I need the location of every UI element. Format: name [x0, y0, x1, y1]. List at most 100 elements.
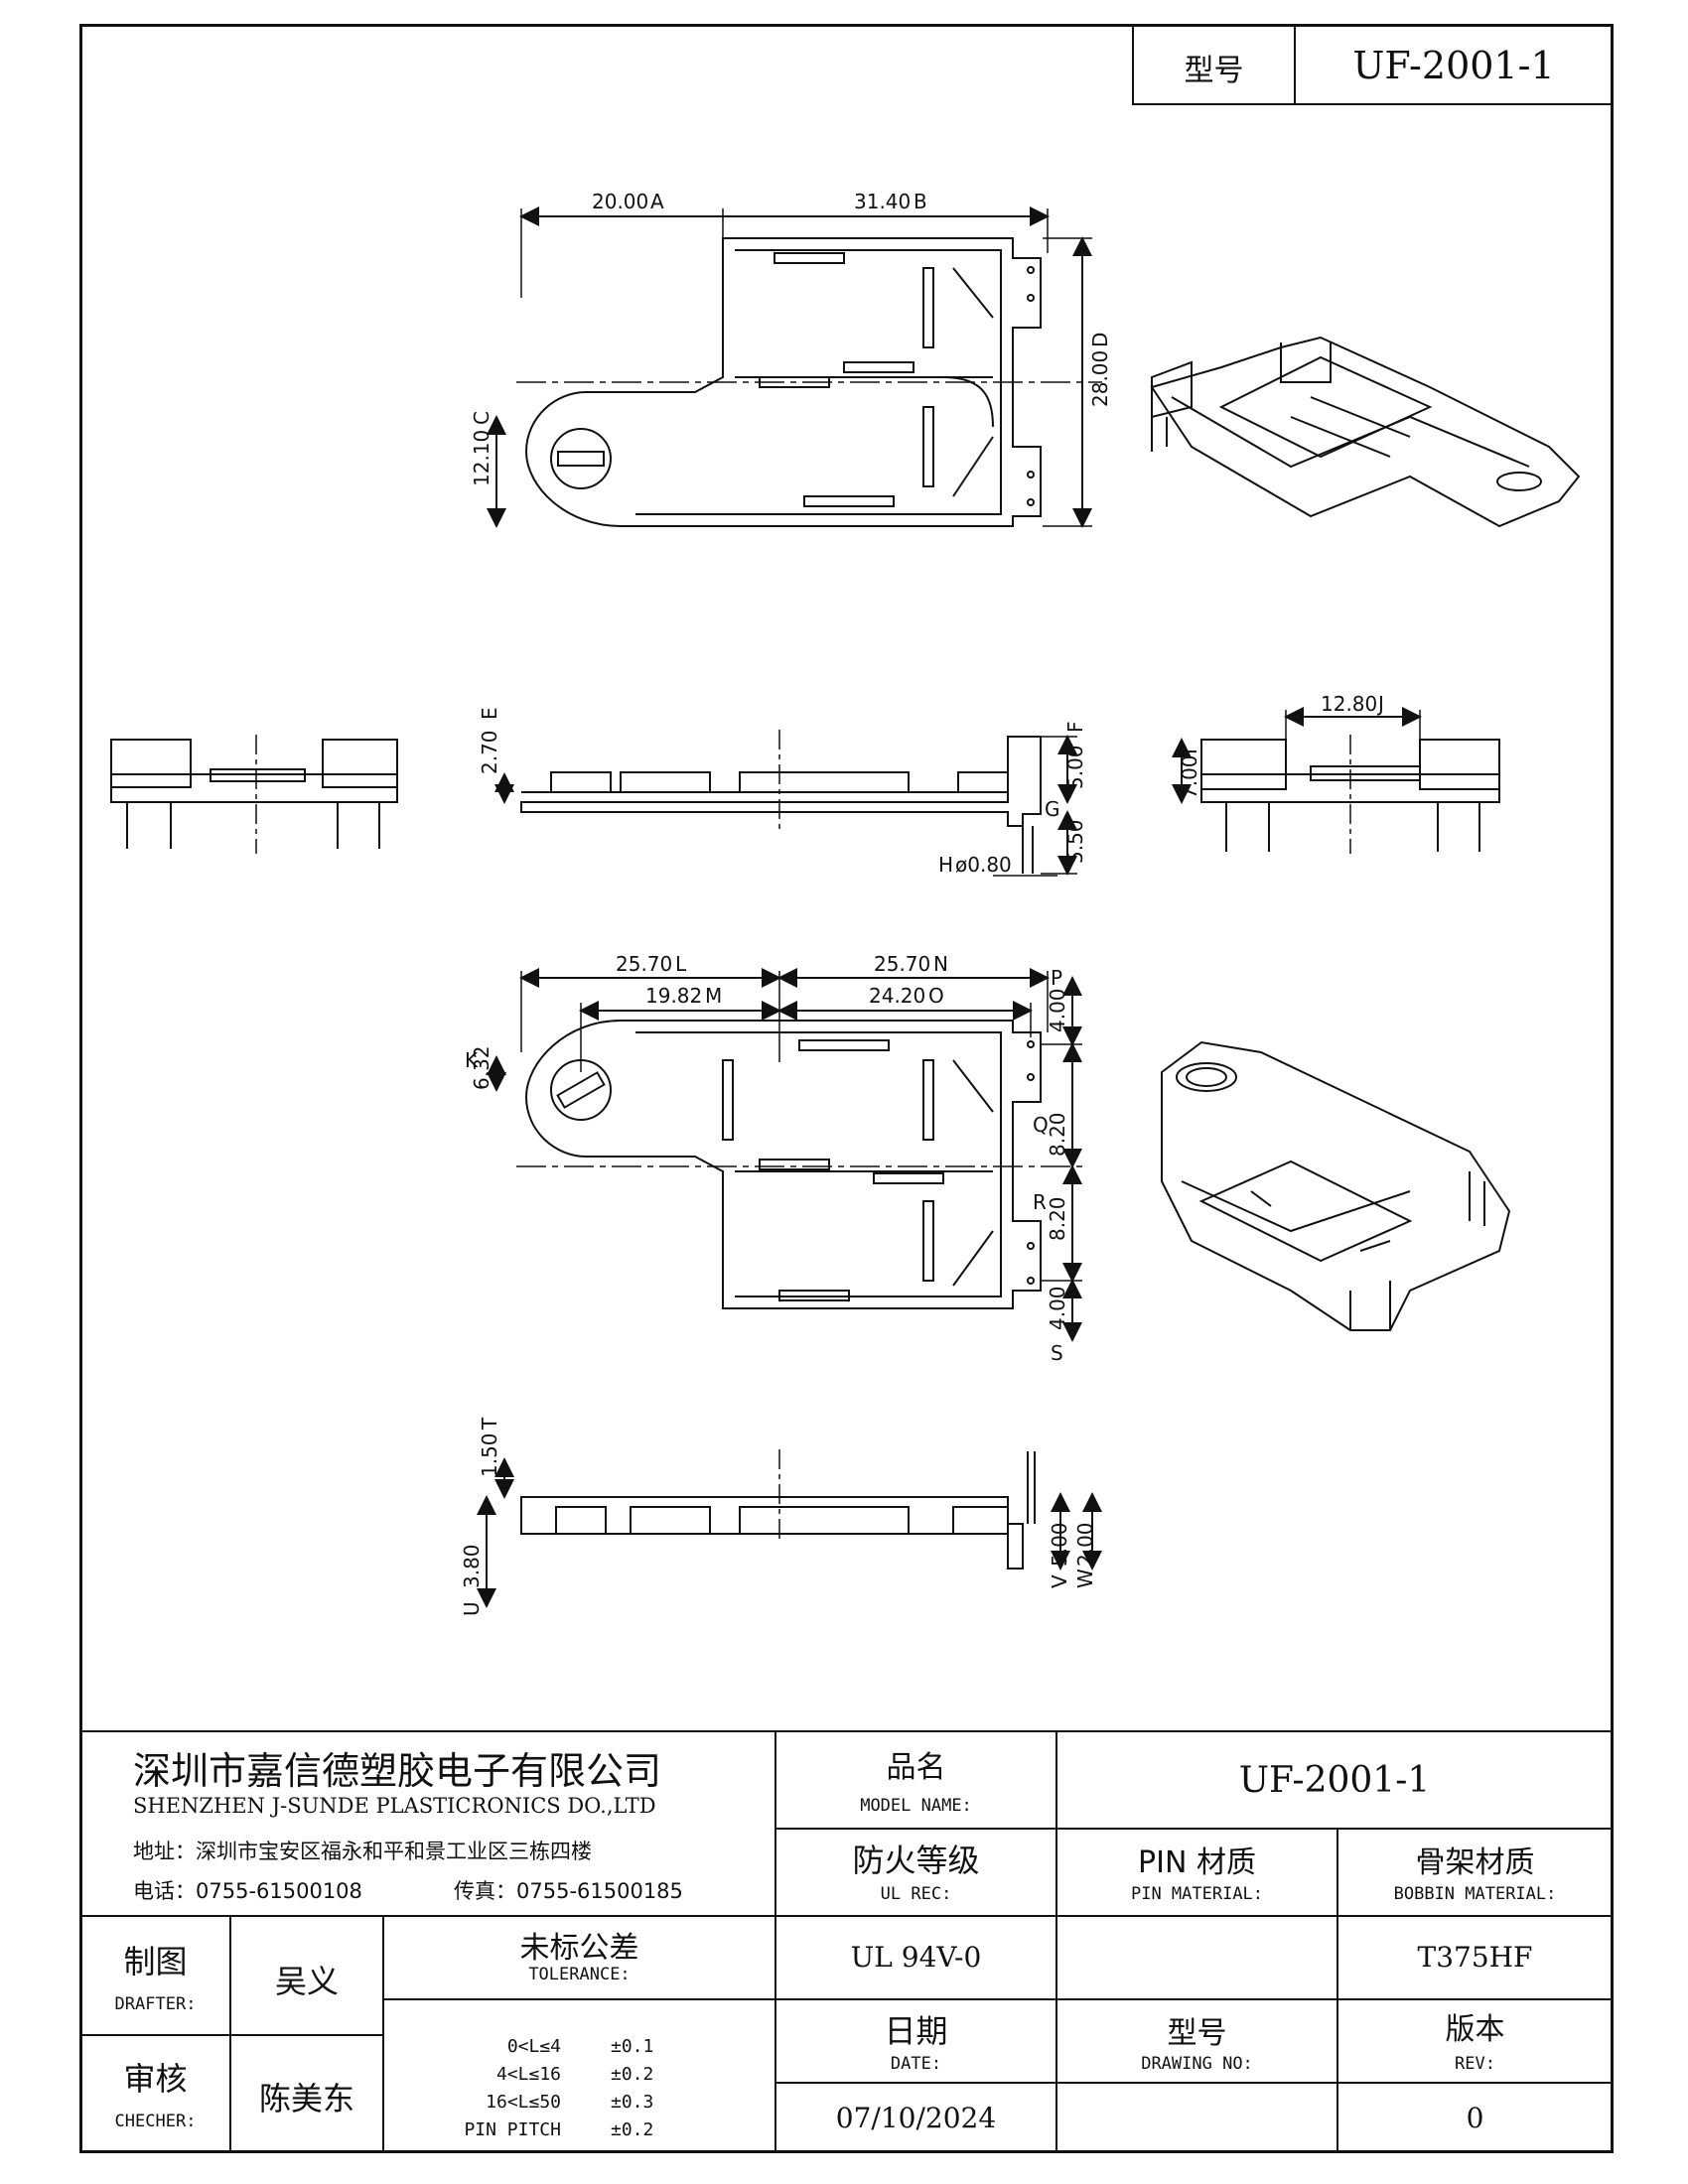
- pin-cn: PIN 材质: [1138, 1845, 1256, 1880]
- dim-i-value: 7.00: [1178, 754, 1201, 799]
- bobbin-value-cell: T375HF: [1336, 1915, 1614, 2000]
- dim-e-value: 2.70: [478, 730, 501, 774]
- header-model-value-cell: UF-2001-1: [1294, 24, 1614, 105]
- header-model-label-cell: 型号: [1132, 24, 1296, 105]
- dim-n-tag: N: [933, 952, 948, 976]
- dim-a-value: 20.00: [592, 190, 648, 213]
- right-end-view: [1200, 735, 1500, 854]
- dim-o-value: 24.20: [869, 984, 925, 1008]
- dim-h-tag: H: [938, 853, 953, 877]
- dim-o-tag: O: [928, 984, 944, 1008]
- bobbin-label-cell: 骨架材质 BOBBIN MATERIAL:: [1336, 1828, 1614, 1917]
- dim-v-value: 5.00: [1048, 1522, 1071, 1567]
- pin-en: PIN MATERIAL:: [1130, 1884, 1264, 1904]
- dim-b-value: 31.40: [854, 190, 911, 213]
- drafter-en: DRAFTER:: [114, 1994, 197, 2014]
- rev-label-cell: 版本 REV:: [1336, 1998, 1614, 2084]
- drawing-no-en: DRAWING NO:: [1141, 2054, 1253, 2074]
- dim-g-tag: G: [1045, 797, 1060, 821]
- dim-l-tag: L: [675, 952, 687, 976]
- rev-value-cell: 0: [1336, 2082, 1614, 2153]
- left-end-view: [110, 735, 398, 854]
- drafter-value: 吴义: [274, 1963, 339, 2000]
- dim-f-value: 5.00: [1063, 745, 1087, 789]
- fire-cn: 防火等级: [852, 1842, 980, 1879]
- rev-cn: 版本: [1445, 2012, 1505, 2047]
- rev-value: 0: [1466, 2102, 1484, 2134]
- tolerance-label-cell: 未标公差 TOLERANCE:: [382, 1915, 776, 2000]
- product-name-en: MODEL NAME:: [860, 1796, 972, 1816]
- pin-label-cell: PIN 材质 PIN MATERIAL:: [1055, 1828, 1338, 1917]
- dim-r-value: 8.20: [1046, 1196, 1069, 1241]
- fire-label-cell: 防火等级 UL REC:: [774, 1828, 1057, 1917]
- drawing-no-label-cell: 型号 DRAWING NO:: [1055, 1998, 1338, 2084]
- tolerance-range: 0<L≤4: [506, 2036, 561, 2057]
- company-en: SHENZHEN J-SUNDE PLASTICRONICS DO.,LTD: [133, 1794, 656, 1818]
- technical-drawing: 20.00 A 31.40 B 12.10 C 28.00 D 2.70 E 5…: [110, 190, 1581, 1616]
- tolerance-value: ±0.2: [611, 2119, 654, 2140]
- dim-l-value: 25.70: [616, 952, 672, 976]
- tolerance-table-cell: 0<L≤4 ±0.1 4<L≤16 ±0.2 16<L≤50 ±0.3 PIN …: [382, 1998, 776, 2153]
- top-view: [516, 237, 1102, 527]
- rev-en: REV:: [1455, 2054, 1495, 2074]
- product-name-cn: 品名: [886, 1750, 946, 1785]
- dim-c-tag: C: [470, 411, 493, 425]
- product-name-label-cell: 品名 MODEL NAME:: [774, 1730, 1057, 1830]
- fire-en: UL REC:: [880, 1884, 952, 1904]
- fire-value-cell: UL 94V-0: [774, 1915, 1057, 2000]
- header-model-value: UF-2001-1: [1352, 44, 1555, 87]
- dim-m-value: 19.82: [645, 984, 702, 1008]
- dim-t-tag: T: [478, 1417, 501, 1431]
- checker-label-cell: 审核 CHECHER:: [79, 2034, 231, 2153]
- checker-en: CHECHER:: [114, 2112, 197, 2131]
- dim-u-value: 3.80: [460, 1544, 484, 1588]
- date-label-cell: 日期 DATE:: [774, 1998, 1057, 2084]
- dim-k-value: 6.32: [470, 1045, 493, 1090]
- dim-m-tag: M: [705, 984, 722, 1008]
- product-name-value-cell: UF-2001-1: [1055, 1730, 1614, 1830]
- date-value-cell: 07/10/2024: [774, 2082, 1057, 2153]
- tolerance-value: ±0.1: [611, 2036, 654, 2057]
- drawing-no-cn: 型号: [1167, 2016, 1227, 2051]
- dim-w-tag: W: [1073, 1569, 1097, 1588]
- tolerance-en: TOLERANCE:: [528, 1965, 631, 1984]
- bobbin-en: BOBBIN MATERIAL:: [1393, 1884, 1557, 1904]
- lower-side-view: [520, 1449, 1036, 1570]
- dim-f-tag: F: [1063, 721, 1087, 733]
- checker-cn: 审核: [123, 2060, 188, 2098]
- tolerance-range: 4<L≤16: [495, 2064, 561, 2085]
- side-view: [520, 730, 1042, 874]
- dim-g-value: 5.50: [1063, 819, 1087, 864]
- dim-w-value: 2.00: [1073, 1522, 1097, 1567]
- header-model-label: 型号: [1184, 54, 1244, 88]
- drafter-label-cell: 制图 DRAFTER:: [79, 1915, 231, 2036]
- isometric-view-top: [1150, 336, 1581, 528]
- drafter-value-cell: 吴义: [229, 1915, 384, 2036]
- dim-b-tag: B: [914, 190, 927, 213]
- date-cn: 日期: [884, 2012, 948, 2050]
- dim-t-value: 1.50: [478, 1433, 501, 1477]
- company-cell: 深圳市嘉信德塑胶电子有限公司 SHENZHEN J-SUNDE PLASTICR…: [79, 1730, 776, 1917]
- dim-a-tag: A: [650, 190, 664, 213]
- dim-n-value: 25.70: [874, 952, 930, 976]
- date-en: DATE:: [890, 2054, 942, 2074]
- dim-r-tag: R: [1033, 1190, 1047, 1214]
- bottom-view: [516, 1020, 1082, 1309]
- checker-value: 陈美东: [258, 2080, 354, 2117]
- fire-value: UL 94V-0: [850, 1941, 982, 1974]
- dim-v-tag: V: [1048, 1574, 1071, 1588]
- dim-q-value: 8.20: [1046, 1112, 1069, 1157]
- company-cn: 深圳市嘉信德塑胶电子有限公司: [133, 1749, 662, 1793]
- dim-p-value: 4.00: [1046, 988, 1069, 1032]
- pin-value-cell: [1055, 1915, 1338, 2000]
- dim-i-tag: I: [1178, 749, 1201, 754]
- bobbin-value: T375HF: [1417, 1941, 1533, 1974]
- date-value: 07/10/2024: [835, 2102, 997, 2134]
- drawing-no-value-cell: [1055, 2082, 1338, 2153]
- dim-s-tag: S: [1051, 1341, 1063, 1365]
- dim-k-tag: K: [465, 1048, 479, 1072]
- tolerance-cn: 未标公差: [519, 1931, 639, 1966]
- dim-j-value: 12.80: [1321, 692, 1377, 716]
- company-fax: 传真：0755-61500185: [454, 1879, 683, 1903]
- tolerance-range: 16<L≤50: [486, 2092, 561, 2113]
